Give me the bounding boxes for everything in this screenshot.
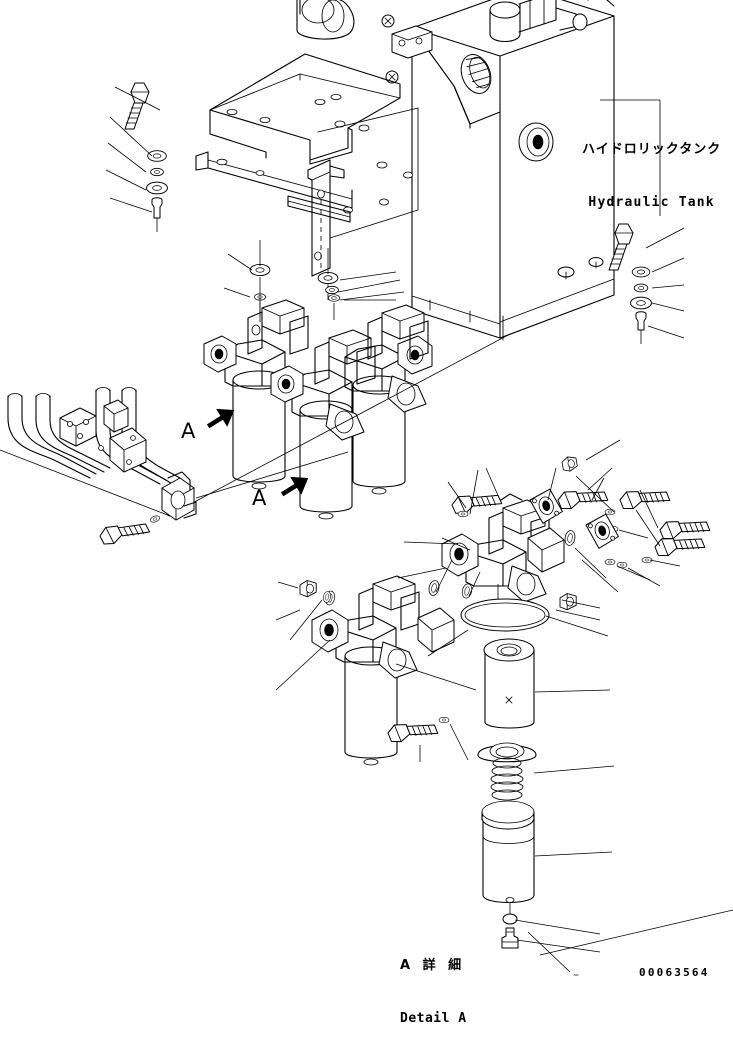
tank-upper-port-fittings: [460, 0, 615, 162]
detail-spring: [490, 757, 524, 801]
parts-diagram-sheet: .s{fill:none;stroke:#000;stroke-width:1.…: [0, 0, 733, 1026]
support-bracket: [195, 107, 419, 277]
detail-flange-plate-1: [529, 488, 563, 524]
bracket-washers: [223, 240, 397, 322]
section-callout-a-lower: A: [252, 486, 267, 510]
hydraulic-tank-label: ハイドロリックタンク Hydraulic Tank: [582, 104, 721, 248]
detail-a-label: A 詳 細 Detail A: [400, 920, 467, 1064]
detail-a-label-en: Detail A: [400, 1011, 467, 1026]
hose-tube-assembly: [7, 387, 349, 554]
hydraulic-tank-label-en: Hydraulic Tank: [588, 195, 715, 210]
section-callout-a-upper: A: [181, 419, 196, 443]
detail-bolt-2: [555, 477, 609, 519]
detail-filter-case: [481, 800, 535, 903]
drawing-part-number: 00063564: [639, 966, 710, 979]
technical-drawing-artwork: .s{fill:none;stroke:#000;stroke-width:1.…: [0, 0, 733, 976]
detail-filter-head-left: [311, 575, 455, 766]
hydraulic-tank-body: [411, 0, 615, 341]
fastener-stack-left: [105, 82, 168, 232]
detail-drain-plug: [501, 927, 519, 949]
filter-head-right: [344, 304, 433, 392]
tank-bottom-bosses: [557, 257, 604, 280]
triple-filter-assembly: [203, 279, 433, 520]
detail-a-assembly: [275, 439, 711, 953]
section-arrow-lower: [280, 476, 309, 497]
detail-flange-plate-2: [585, 513, 619, 549]
filter-head-left: [203, 299, 309, 387]
hydraulic-tank-label-jp: ハイドロリックタンク: [582, 142, 722, 157]
hose-end-fitting: [161, 471, 197, 521]
detail-filter-element: [483, 638, 535, 729]
detail-bolt-6: [385, 710, 439, 752]
detail-oring-large: [460, 598, 550, 632]
detail-a-label-jp: A 詳 細: [400, 958, 466, 973]
detail-filter-head-right: [441, 493, 565, 603]
fastener-stack-right: [600, 99, 685, 344]
mounting-bracket-plate: [209, 53, 401, 165]
detail-spring-seat: [477, 742, 537, 763]
detail-label-leader: [527, 931, 571, 973]
section-line-a: [167, 333, 511, 517]
section-arrow-upper: [206, 408, 235, 429]
filter-head-center: [270, 329, 376, 417]
